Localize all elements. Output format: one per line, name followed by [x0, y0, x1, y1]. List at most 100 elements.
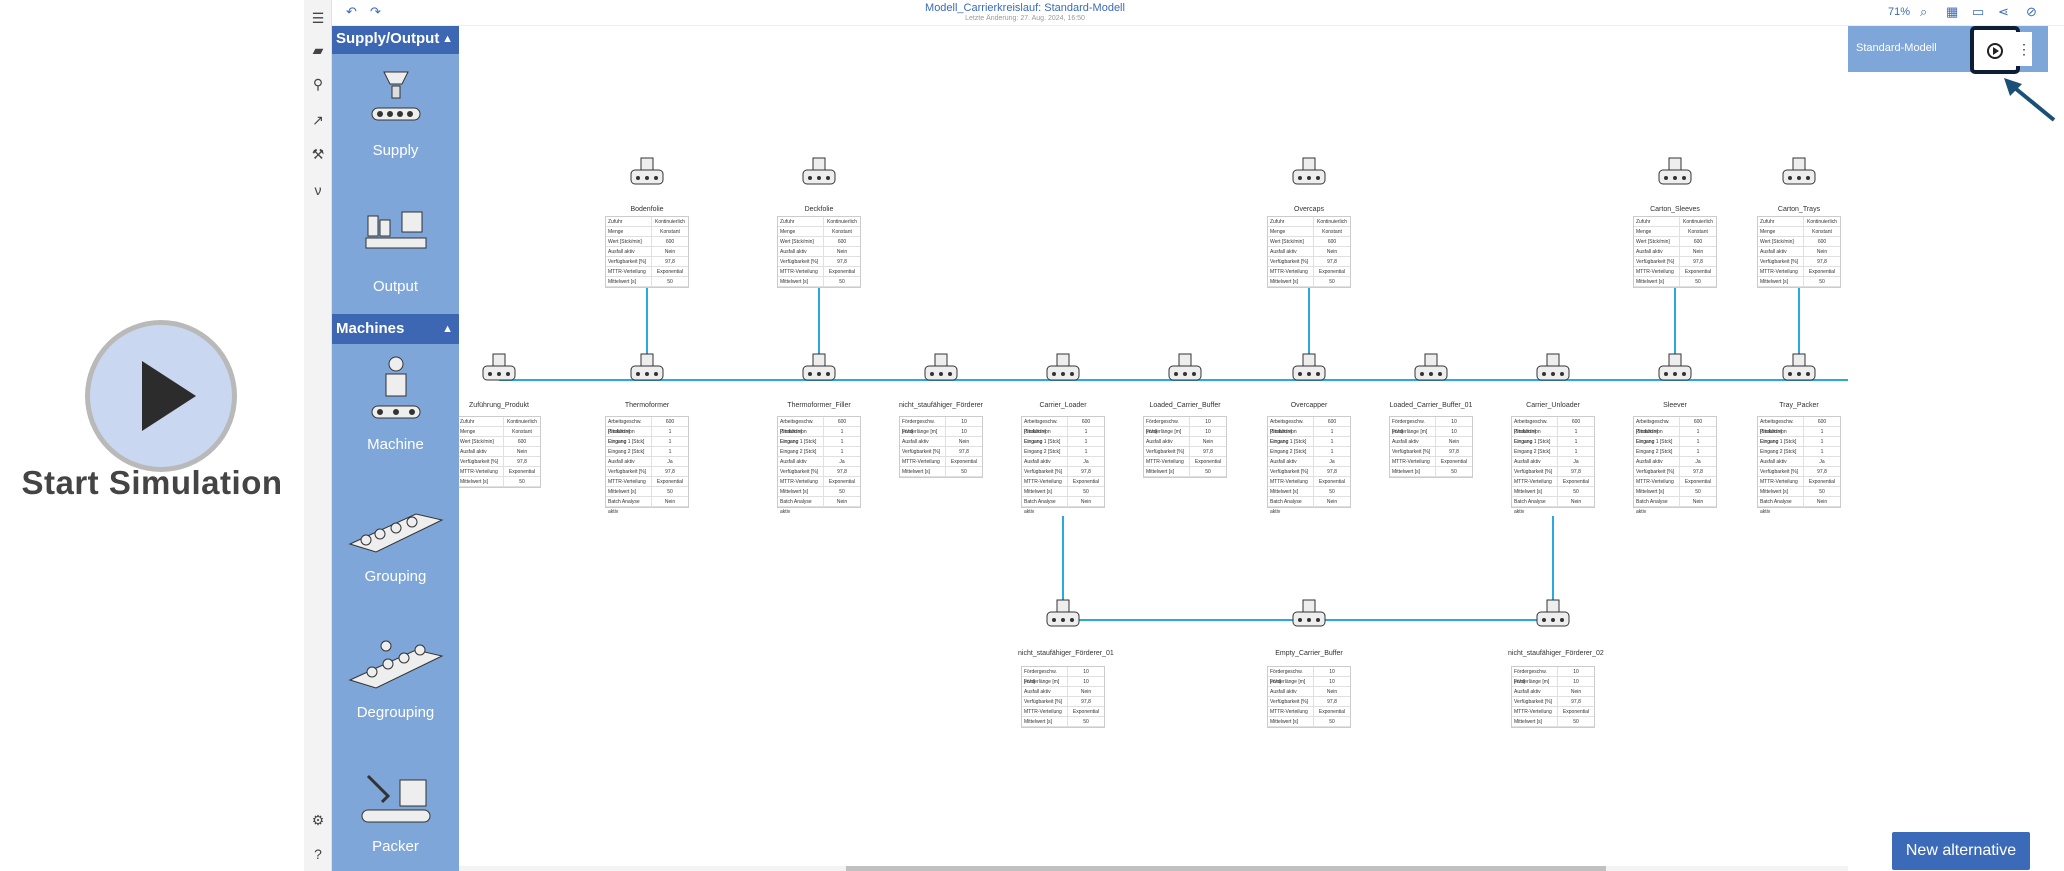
param-name: Verfügbarkeit [%] [1268, 257, 1314, 266]
palette-item-degrouping[interactable]: Degrouping [332, 632, 459, 721]
redo-icon[interactable]: ↷ [370, 4, 381, 19]
machine-node-icon[interactable] [924, 353, 958, 381]
param-value: 1 [668, 429, 672, 435]
machine-node-icon[interactable] [482, 353, 516, 381]
palette-item-output[interactable]: Output [332, 206, 459, 295]
supply-node-icon[interactable] [1782, 157, 1816, 185]
param-value: 97,8 [1327, 259, 1337, 265]
param-name: MTTR-Verteilung [606, 477, 652, 486]
machine-node-icon[interactable] [1536, 353, 1570, 381]
run-simulation-button[interactable] [1970, 26, 2020, 74]
machine-node-icon[interactable] [1046, 353, 1080, 381]
chevron-up-icon[interactable]: ▲ [442, 323, 453, 335]
scrollbar-thumb[interactable] [846, 866, 1606, 871]
machine-node-icon[interactable] [1782, 353, 1816, 381]
map-icon[interactable]: ▦ [1946, 4, 1959, 19]
hierarchy-icon[interactable]: ⚲ [312, 76, 324, 92]
param-name: Produkt von Eingang [1512, 427, 1558, 445]
section-supply-output[interactable]: Supply/Output▲ [332, 24, 459, 54]
param-row: Förderlänge [m]10 [1512, 677, 1594, 687]
menu-icon[interactable]: ☰ [311, 10, 325, 26]
palette-item-packer[interactable]: Packer [332, 766, 459, 855]
supply-node-icon[interactable] [630, 157, 664, 185]
param-value: 1 [668, 449, 672, 455]
chevron-up-icon[interactable]: ▲ [442, 33, 453, 45]
search-icon[interactable]: ⌕ [1920, 4, 1928, 19]
param-value: Nein [1692, 249, 1704, 255]
supply-node-icon[interactable] [1658, 157, 1692, 185]
gear-icon[interactable]: ⚙ [311, 812, 325, 828]
param-value: Konstant [1322, 229, 1342, 235]
share-icon[interactable]: ⋖ [1998, 4, 2009, 19]
palette-item-supply[interactable]: Supply [332, 68, 459, 159]
palette-item-grouping[interactable]: Grouping [332, 500, 459, 585]
param-value: 97,8 [1693, 469, 1703, 475]
machine-node-icon[interactable] [1658, 353, 1692, 381]
param-row: Mittelwert [s]50 [459, 477, 540, 487]
zoom-level[interactable]: 71% [1888, 6, 1911, 18]
supply-node-icon[interactable] [1292, 157, 1326, 185]
buffer-node-icon[interactable] [1292, 599, 1326, 627]
param-row: Verfügbarkeit [%]97,8 [1758, 257, 1840, 267]
chart-icon[interactable]: ↗ [312, 112, 324, 128]
machine-node-icon[interactable] [1292, 353, 1326, 381]
param-value: 97,8 [837, 469, 847, 475]
buffer-node-icon[interactable] [1046, 599, 1080, 627]
supply-node-icon[interactable] [802, 157, 836, 185]
wrench-icon[interactable]: ⚒ [311, 146, 325, 162]
machine-node-icon[interactable] [1414, 353, 1448, 381]
param-row: Mittelwert [s]50 [1268, 487, 1350, 497]
param-name: Eingang 2 [Stck] [1634, 447, 1680, 456]
palette-item-machine[interactable]: Machine [332, 354, 459, 453]
param-value: 600 [837, 419, 847, 425]
param-row: Mittelwert [s]50 [1758, 487, 1840, 497]
new-alternative-button[interactable]: New alternative [1892, 832, 2030, 870]
disable-icon[interactable]: ⊘ [2026, 4, 2037, 19]
variable-icon[interactable]: ν [314, 182, 322, 198]
param-name: Mittelwert [s] [900, 467, 946, 476]
machine-node-icon[interactable] [630, 353, 664, 381]
start-simulation-play-icon[interactable] [85, 320, 237, 472]
param-value: 1 [1330, 449, 1334, 455]
buffer-node-icon[interactable] [1536, 599, 1570, 627]
param-name: Eingang 2 [Stck] [1022, 447, 1068, 456]
monitor-icon[interactable]: ▭ [1972, 4, 1985, 19]
folder-icon[interactable]: ▰ [312, 42, 324, 58]
last-modified: Letzte Änderung: 27. Aug. 2024, 16:50 [965, 15, 1085, 22]
machine-node-icon[interactable] [802, 353, 836, 381]
help-icon[interactable]: ? [314, 846, 322, 862]
more-options-icon[interactable]: ⋮ [2016, 32, 2032, 66]
section-machines[interactable]: Machines▲ [332, 314, 459, 344]
machine-node-icon[interactable] [1168, 353, 1202, 381]
param-name: Batch Analyse aktiv [778, 497, 824, 515]
model-title: Modell_Carrierkreislauf: Standard-Modell [925, 2, 1125, 14]
param-value: Exponential [656, 269, 684, 275]
undo-icon[interactable]: ↶ [346, 4, 357, 19]
param-value: 10 [1451, 429, 1457, 435]
